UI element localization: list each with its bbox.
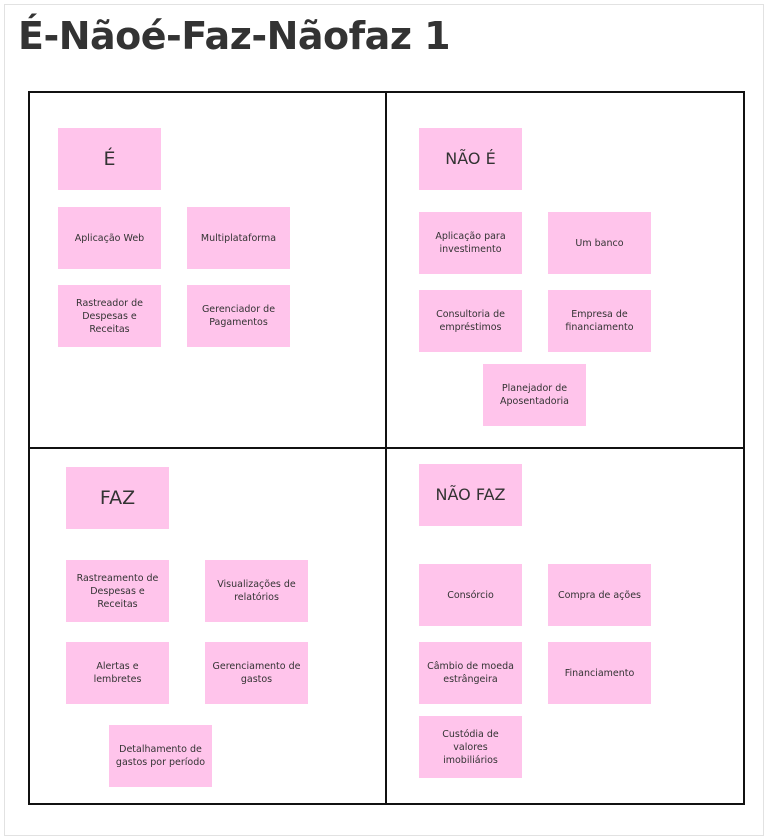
sticky-note-nao-faz-3[interactable]: Câmbio de moeda estrângeira	[419, 642, 522, 704]
sticky-note-e-3[interactable]: Rastreador de Despesas e Receitas	[58, 285, 161, 347]
sticky-note-e-4[interactable]: Gerenciador de Pagamentos	[187, 285, 290, 347]
sticky-note-header-faz[interactable]: FAZ	[66, 467, 169, 529]
sticky-note-faz-2[interactable]: Visualizações de relatórios	[205, 560, 308, 622]
sticky-note-e-1[interactable]: Aplicação Web	[58, 207, 161, 269]
sticky-note-nao-e-4[interactable]: Empresa de financiamento	[548, 290, 651, 352]
sticky-note-nao-e-2[interactable]: Um banco	[548, 212, 651, 274]
sticky-note-faz-1[interactable]: Rastreamento de Despesas e Receitas	[66, 560, 169, 622]
sticky-note-nao-e-3[interactable]: Consultoria de empréstimos	[419, 290, 522, 352]
sticky-note-nao-faz-2[interactable]: Compra de ações	[548, 564, 651, 626]
sticky-note-e-2[interactable]: Multiplataforma	[187, 207, 290, 269]
page-title: É-Nãoé-Faz-Nãofaz 1	[18, 14, 451, 58]
sticky-note-nao-e-1[interactable]: Aplicação para investimento	[419, 212, 522, 274]
sticky-note-nao-e-5[interactable]: Planejador de Aposentadoria	[483, 364, 586, 426]
sticky-note-faz-4[interactable]: Gerenciamento de gastos	[205, 642, 308, 704]
sticky-note-faz-5[interactable]: Detalhamento de gastos por período	[109, 725, 212, 787]
sticky-note-nao-faz-1[interactable]: Consórcio	[419, 564, 522, 626]
sticky-note-nao-faz-5[interactable]: Custódia de valores imobiliários	[419, 716, 522, 778]
sticky-note-faz-3[interactable]: Alertas e lembretes	[66, 642, 169, 704]
sticky-note-header-e[interactable]: É	[58, 128, 161, 190]
sticky-note-header-nao-faz[interactable]: NÃO FAZ	[419, 464, 522, 526]
horizontal-divider	[28, 447, 745, 449]
sticky-note-header-nao-e[interactable]: NÃO É	[419, 128, 522, 190]
sticky-note-nao-faz-4[interactable]: Financiamento	[548, 642, 651, 704]
